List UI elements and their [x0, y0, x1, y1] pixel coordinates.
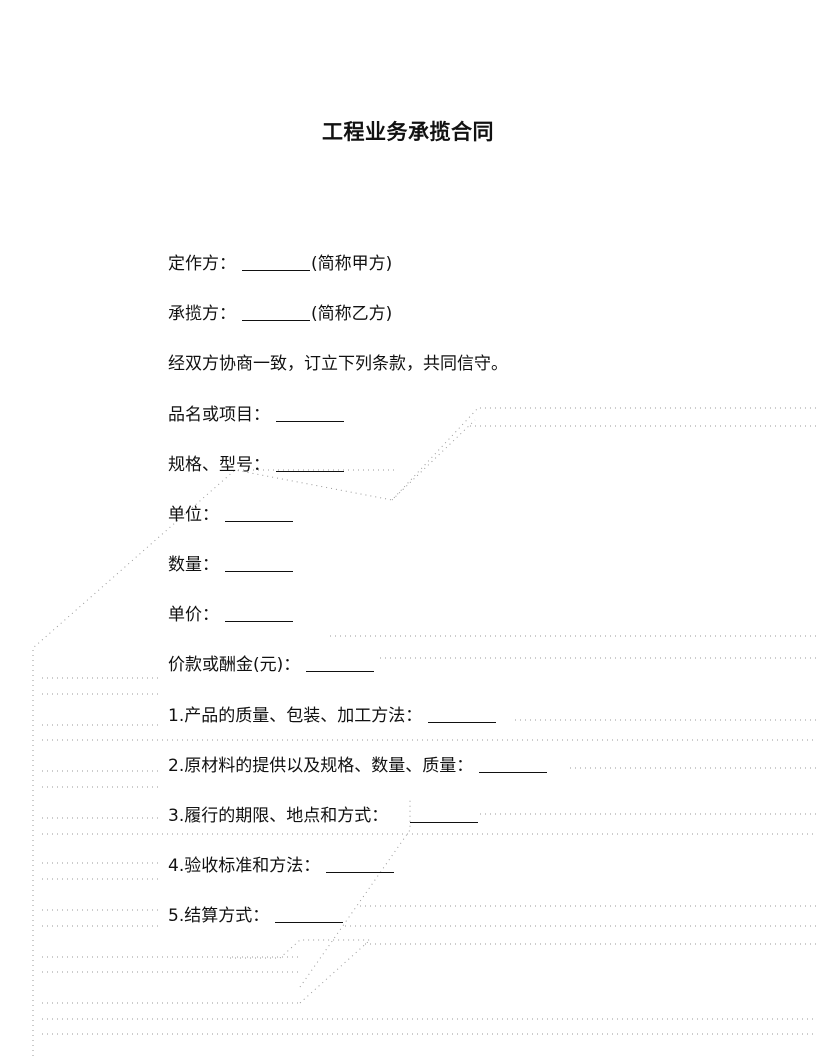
fill-in-blank[interactable]: [225, 605, 293, 622]
line-unit-price: 单价：: [168, 603, 294, 627]
fill-in-blank[interactable]: [326, 856, 395, 873]
line-label: 品名或项目：: [168, 405, 270, 425]
line-label: 4.验收标准和方法：: [168, 856, 321, 876]
line-contractor: 定作方： (简称甲方): [168, 252, 392, 276]
fill-in-blank[interactable]: [428, 706, 497, 723]
fill-in-blank[interactable]: [242, 254, 310, 271]
line-payment-amount: 价款或酬金(元)：: [168, 653, 375, 677]
line-agreement-statement: 经双方协商一致，订立下列条款，共同信守。: [168, 352, 508, 376]
line-label: 1.产品的质量、包装、加工方法：: [168, 706, 423, 726]
fill-in-blank[interactable]: [276, 455, 344, 472]
fill-in-blank[interactable]: [276, 405, 344, 422]
fill-in-blank[interactable]: [225, 555, 293, 572]
line-suffix: (简称甲方): [311, 254, 393, 274]
line-label: 数量：: [168, 555, 219, 575]
fill-in-blank[interactable]: [410, 806, 479, 823]
line-specification: 规格、型号：: [168, 453, 345, 477]
line-clause-4: 4.验收标准和方法：: [168, 854, 395, 878]
line-clause-2: 2.原材料的提供以及规格、数量、质量：: [168, 754, 548, 778]
line-label: 2.原材料的提供以及规格、数量、质量：: [168, 756, 474, 776]
line-clause-1: 1.产品的质量、包装、加工方法：: [168, 704, 497, 728]
contract-title: 工程业务承揽合同: [322, 120, 494, 144]
fill-in-blank[interactable]: [306, 655, 375, 672]
line-unit: 单位：: [168, 503, 294, 527]
line-undertaker: 承揽方： (简称乙方): [168, 302, 392, 326]
line-label: 经双方协商一致，订立下列条款，共同信守。: [168, 354, 508, 374]
line-label: 规格、型号：: [168, 455, 270, 475]
fill-in-blank[interactable]: [242, 304, 310, 321]
line-label: 5.结算方式：: [168, 906, 270, 926]
fill-in-blank[interactable]: [275, 906, 344, 923]
line-label: 单位：: [168, 505, 219, 525]
line-clause-5: 5.结算方式：: [168, 904, 344, 928]
line-label: 单价：: [168, 605, 219, 625]
line-item-name: 品名或项目：: [168, 403, 345, 427]
line-label: 3.履行的期限、地点和方式：: [168, 806, 389, 826]
fill-in-blank[interactable]: [225, 505, 293, 522]
line-label: 价款或酬金(元)：: [168, 655, 301, 675]
line-clause-3: 3.履行的期限、地点和方式：: [168, 804, 479, 828]
line-suffix: (简称乙方): [311, 304, 393, 324]
fill-in-blank[interactable]: [479, 756, 548, 773]
line-label: 定作方：: [168, 254, 236, 274]
line-quantity: 数量：: [168, 553, 294, 577]
line-label: 承揽方：: [168, 304, 236, 324]
